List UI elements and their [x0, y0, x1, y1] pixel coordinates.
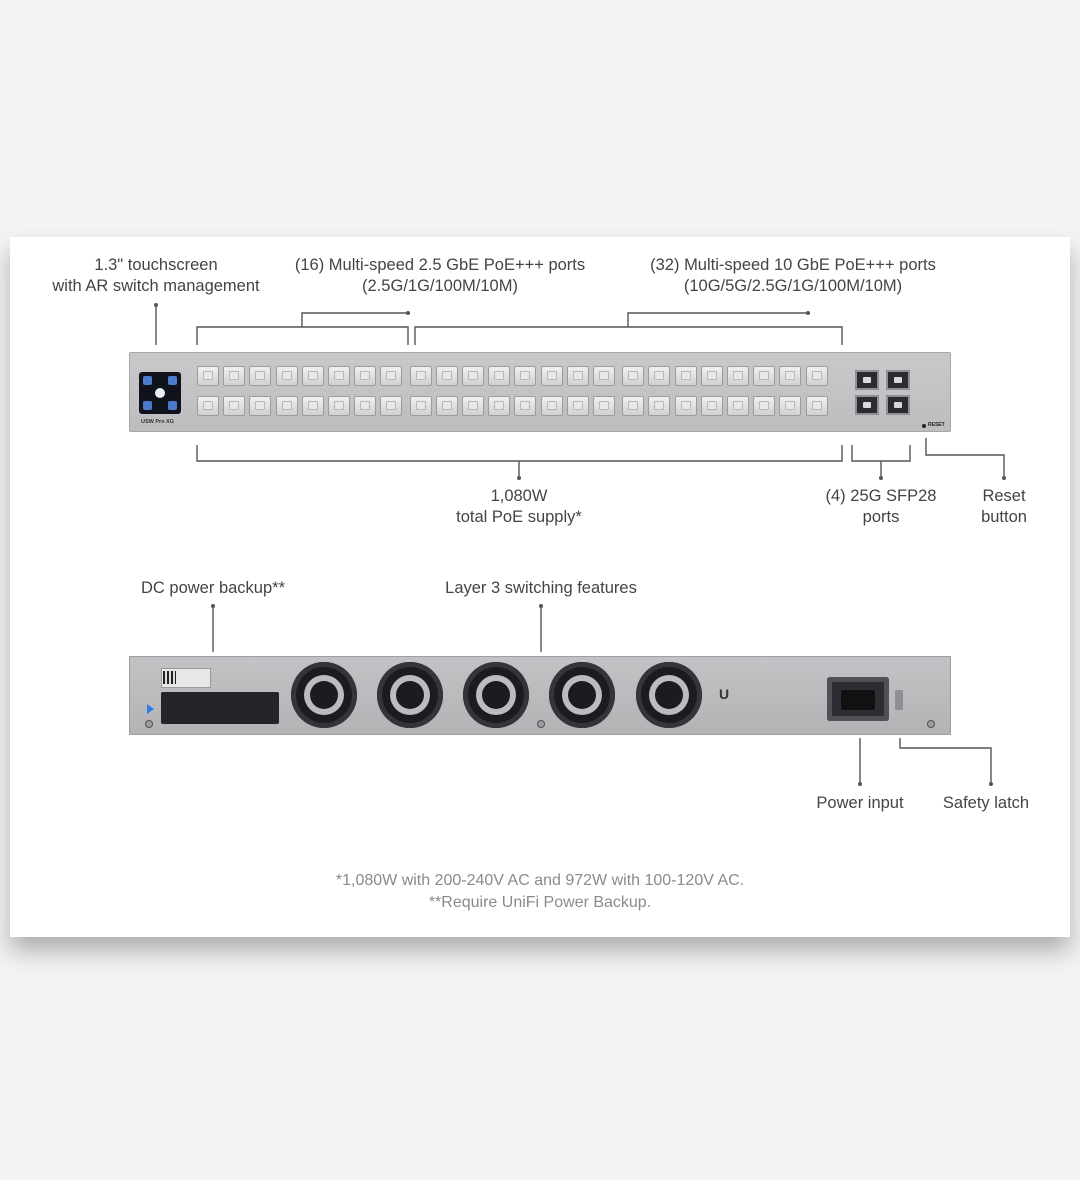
- fan-icon: [377, 662, 443, 728]
- rj45-port: [435, 396, 458, 416]
- rj45-port: [249, 366, 272, 386]
- fan-icon: [636, 662, 702, 728]
- ports-10g-label: (32) Multi-speed 10 GbE PoE+++ ports(10G…: [650, 256, 936, 295]
- rj45-port: [328, 366, 350, 386]
- rj45-port: [197, 366, 219, 386]
- screw-icon: [145, 720, 153, 728]
- model-tag: USW Pro XG: [141, 419, 175, 425]
- sfp-port: [886, 395, 910, 415]
- footnote-poe: *1,080W with 200-240V AC and 972W with 1…: [335, 872, 745, 889]
- footnote-backup: **Require UniFi Power Backup.: [428, 894, 652, 911]
- rj45-port: [223, 396, 246, 416]
- screw-icon: [927, 720, 935, 728]
- rj45-port: [753, 396, 776, 416]
- rj45-port: [593, 396, 615, 416]
- sfp-port: [855, 395, 879, 415]
- rj45-port: [380, 366, 403, 386]
- safety-latch: [895, 690, 903, 710]
- rj45-port: [753, 366, 776, 386]
- rj45-port: [488, 366, 511, 386]
- rj45-port: [275, 366, 298, 386]
- reset-button: [922, 424, 926, 428]
- rj45-port: [805, 366, 828, 386]
- rj45-port: [354, 366, 377, 386]
- rj45-port: [249, 396, 272, 416]
- switch-front-panel: USW Pro XG RESET: [129, 352, 951, 432]
- fan-icon: [463, 662, 529, 728]
- rj45-port: [622, 396, 645, 416]
- power-input-label: Power input: [816, 794, 904, 812]
- rj45-port: [674, 366, 697, 386]
- rj45-port: [380, 396, 403, 416]
- rj45-port: [354, 396, 377, 416]
- rj45-port: [593, 366, 615, 386]
- rj45-port: [566, 396, 589, 416]
- rj45-port: [700, 396, 723, 416]
- sfp-port: [886, 370, 910, 390]
- rj45-port: [727, 396, 749, 416]
- rj45-port: [779, 366, 802, 386]
- layer3-label: Layer 3 switching features: [445, 579, 637, 597]
- touchscreen-display: [139, 372, 181, 414]
- rj45-port: [540, 366, 563, 386]
- rj45-port: [301, 396, 324, 416]
- switch-rear-panel: U: [129, 656, 951, 735]
- ubiquiti-logo: U: [719, 686, 730, 702]
- rj45-port: [727, 366, 749, 386]
- fan-icon: [291, 662, 357, 728]
- rj45-port: [566, 366, 589, 386]
- rj45-port: [514, 366, 537, 386]
- qr-code-icon: [163, 671, 176, 684]
- sfp-port: [855, 370, 879, 390]
- rj45-port: [488, 396, 511, 416]
- rj45-port: [805, 396, 828, 416]
- rj45-port: [514, 396, 537, 416]
- rj45-port: [409, 396, 432, 416]
- dc-backup-label: DC power backup**: [141, 579, 285, 597]
- rj45-port: [197, 396, 219, 416]
- rj45-port: [462, 366, 484, 386]
- rj45-port: [223, 366, 246, 386]
- arrow-icon: [147, 704, 154, 714]
- dc-power-connector: [161, 692, 279, 724]
- rj45-port: [622, 366, 645, 386]
- rj45-port: [648, 366, 671, 386]
- ports-2-5g-label: (16) Multi-speed 2.5 GbE PoE+++ ports(2.…: [294, 256, 586, 295]
- rj45-port: [301, 366, 324, 386]
- ac-power-socket: [827, 677, 889, 721]
- rj45-port: [328, 396, 350, 416]
- rj45-port: [648, 396, 671, 416]
- safety-latch-label: Safety latch: [942, 794, 1030, 812]
- screw-icon: [537, 720, 545, 728]
- rj45-port: [540, 396, 563, 416]
- rj45-port: [700, 366, 723, 386]
- fan-icon: [549, 662, 615, 728]
- rj45-port: [462, 396, 484, 416]
- rj45-port: [435, 366, 458, 386]
- rj45-port: [779, 396, 802, 416]
- rj45-port: [674, 396, 697, 416]
- reset-tag: RESET: [928, 422, 945, 428]
- rj45-port: [409, 366, 432, 386]
- rj45-port: [275, 396, 298, 416]
